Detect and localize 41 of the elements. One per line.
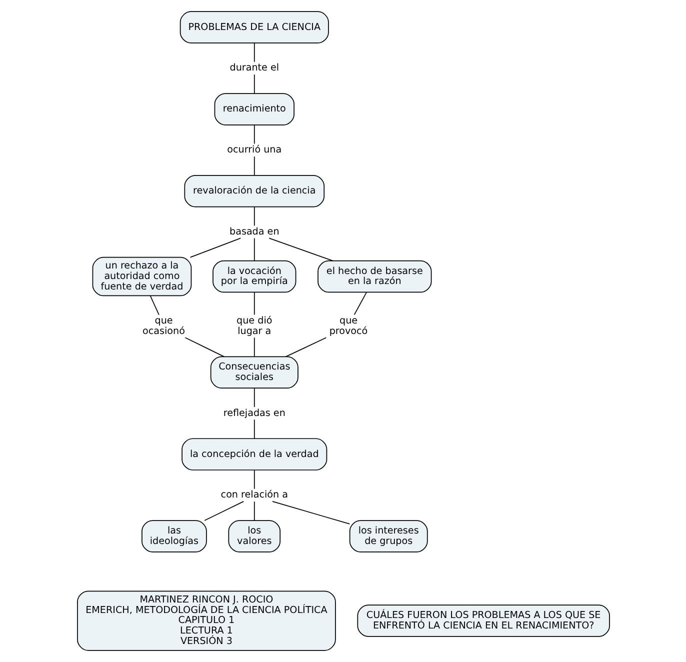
node-box: renacimiento — [214, 93, 294, 126]
connector — [253, 337, 254, 357]
node-box: PROBLEMAS DE LA CIENCIA — [179, 11, 328, 44]
node-box: los valores — [228, 520, 280, 552]
node-box: revaloración de la ciencia — [184, 175, 324, 208]
node-text: con relación a — [220, 490, 288, 501]
node-box: CUÁLES FUERON LOS PROBLEMAS A LOS QUE SE ENFRENTÓ LA CIENCIA EN EL RENACIMIENTO? — [356, 604, 610, 637]
node-text: reflejadas en — [222, 408, 285, 419]
node-box: las ideologías — [141, 520, 206, 552]
connector — [253, 74, 254, 94]
node-text: durante el — [229, 62, 279, 74]
node-box: la vocación por la empiría — [212, 260, 296, 293]
node-box: el hecho de basarse en la razón — [317, 260, 432, 293]
node-text: ocurrió una — [226, 144, 282, 156]
connector — [268, 238, 333, 262]
node-box: MARTINEZ RINCON J. ROCIO EMERICH, METODOLOGÍA DE LA CIENCIA POLÍTICA CAPITULO 1 LECTURA 1 VERSIÓN 3 — [76, 590, 336, 651]
connector — [253, 156, 254, 176]
node-text: que provocó — [328, 315, 368, 337]
connector — [253, 238, 254, 262]
connector — [189, 238, 241, 258]
connector — [253, 388, 254, 408]
connector — [253, 419, 254, 439]
connector — [253, 470, 254, 490]
connector — [253, 124, 254, 144]
node-box: los intereses de grupos — [348, 520, 428, 552]
connector — [184, 337, 224, 358]
connector — [253, 292, 254, 316]
node-text: que dió lugar a — [236, 315, 272, 337]
connector — [353, 292, 366, 316]
connector — [272, 501, 350, 524]
connector — [253, 206, 254, 226]
connector — [149, 295, 159, 316]
node-text: basada en — [229, 226, 279, 238]
node-text: que ocasionó — [142, 315, 184, 337]
connector — [253, 501, 254, 521]
node-box: Consecuencias sociales — [210, 356, 298, 389]
connector — [284, 337, 326, 358]
connector — [253, 42, 254, 62]
node-box: la concepción de la verdad — [181, 438, 327, 470]
connector — [204, 501, 244, 521]
node-box: un rechazo a la autoridad como fuente de verdad — [92, 256, 192, 296]
